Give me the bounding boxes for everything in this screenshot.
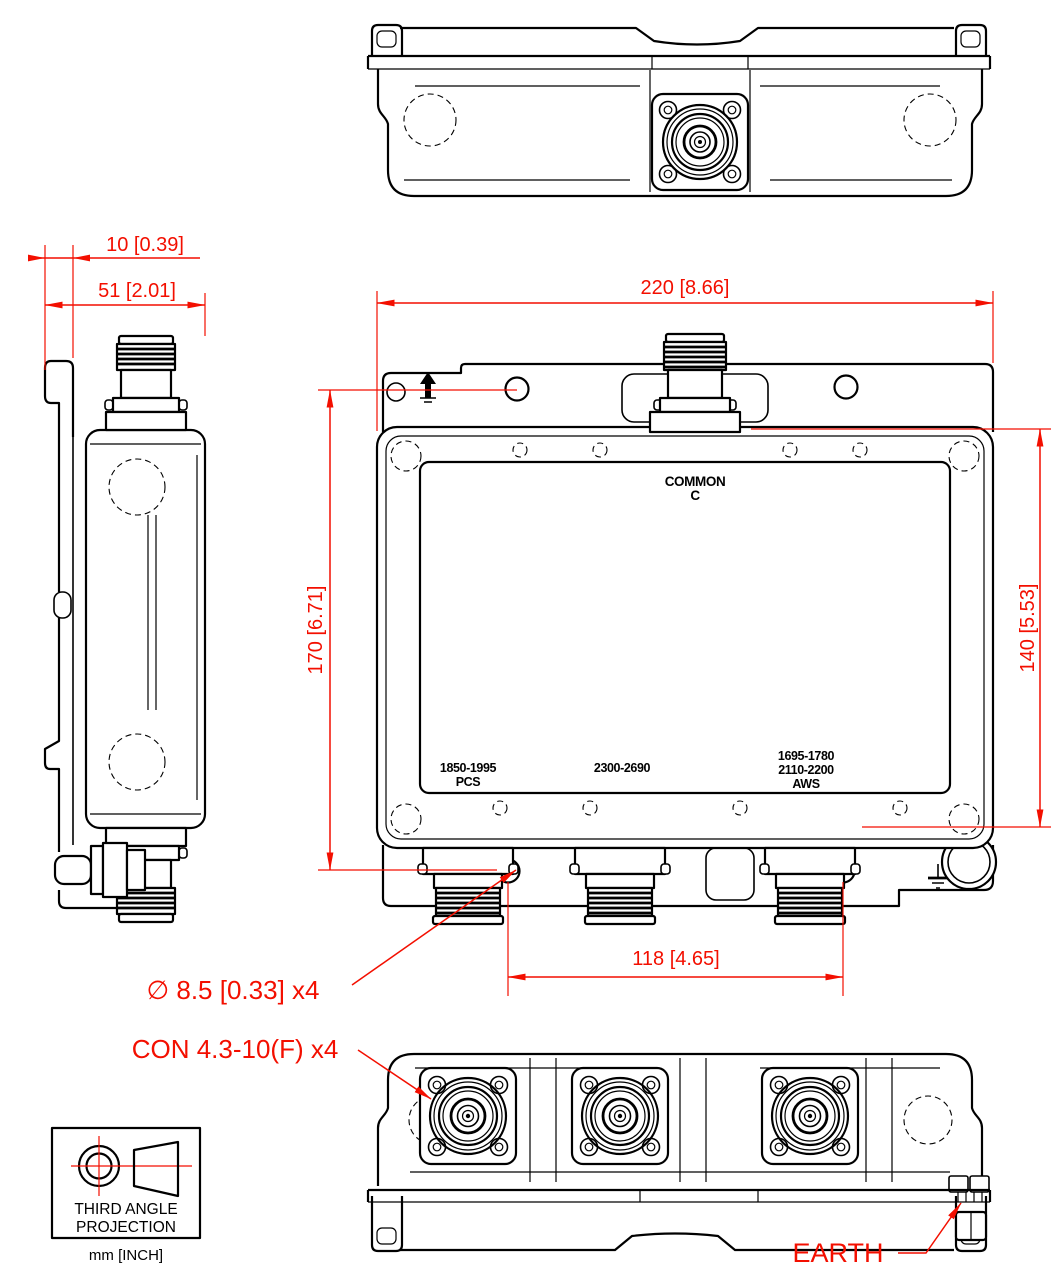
bracket-slot (376, 1227, 397, 1245)
dim-mount-span: 170 [6.71] (305, 586, 327, 675)
boss-detail (403, 93, 457, 147)
projection-box (50, 1126, 202, 1240)
port3-flange (760, 1066, 860, 1166)
connector-callout: CON 4.3-10(F) x4 (132, 1034, 339, 1064)
port3-label-line1: 1695-1780 (778, 749, 835, 763)
port2-flange (570, 1066, 670, 1166)
port1-label-line2: PCS (456, 775, 481, 789)
dimensions: 10 [0.39] 51 [2.01] 220 [8.66] 170 [6.71… (28, 234, 1051, 1268)
earth-symbol-bottom (928, 864, 948, 889)
port1-label-line1: 1850-1995 (440, 761, 497, 775)
port1-connector (417, 846, 519, 926)
mounting-hole (504, 376, 530, 402)
earth-symbol-top (420, 372, 436, 403)
bracket-top-tab (43, 359, 75, 592)
flange-screws (658, 100, 742, 184)
front-view: COMMON C 1850-1995 PCS 2300-2690 1695-17… (375, 332, 998, 926)
boss-detail (903, 93, 957, 147)
port3-label-line2: 2110-2200 (778, 763, 834, 777)
projection-symbol: THIRD ANGLE PROJECTION mm [INCH] (50, 1126, 202, 1264)
port2-connector (569, 846, 671, 926)
small-hole (386, 382, 406, 402)
hole-callout-leader (351, 869, 517, 986)
projection-label-line2: PROJECTION (76, 1219, 176, 1236)
bracket-bolt (53, 841, 147, 899)
mounting-hole (833, 374, 859, 400)
side-body (84, 428, 207, 830)
projection-centerlines (71, 1136, 192, 1196)
connector-callout-leader (357, 1049, 432, 1100)
port2-label: 2300-2690 (594, 761, 651, 775)
hole-callout: ∅ 8.5 [0.33] x4 (147, 975, 320, 1005)
dim-bracket-depth: 10 [0.39] (106, 234, 184, 256)
top-view (366, 23, 992, 198)
arrowhead (73, 254, 90, 262)
boss-detail (108, 733, 166, 791)
projection-label-line1: THIRD ANGLE (74, 1201, 177, 1218)
port-connectors (417, 846, 861, 926)
dim-body-height: 140 [5.53] (1017, 584, 1039, 673)
units-note: mm [INCH] (89, 1247, 163, 1264)
front-face (418, 460, 952, 795)
projection-cone (132, 1140, 180, 1198)
dim-port-span: 118 [4.65] (632, 948, 719, 970)
arrowhead (28, 254, 45, 262)
dim-overall-width: 220 [8.66] (641, 277, 730, 299)
boss-details (390, 440, 980, 835)
connector-rings (661, 103, 739, 181)
port3-connector (759, 846, 861, 926)
common-port-label-line2: C (690, 488, 700, 503)
side-top-connector (104, 334, 188, 432)
boss-detail (108, 458, 166, 516)
port1-flange (418, 1066, 518, 1166)
side-view (43, 334, 207, 924)
bracket-slot (376, 30, 397, 48)
bracket-foot (43, 618, 61, 852)
common-connector (648, 332, 742, 434)
earth-callout-leader (898, 1202, 962, 1254)
boss-detail (903, 1095, 953, 1145)
bracket-slot (960, 30, 981, 48)
common-port-label-line1: COMMON (665, 474, 726, 489)
bottom-view (366, 1052, 992, 1253)
bracket-mid-tab (53, 591, 72, 619)
port3-label-line3: AWS (792, 777, 819, 791)
earth-callout: EARTH (792, 1238, 883, 1268)
dim-side-depth: 51 [2.01] (98, 280, 176, 302)
earth-terminal (948, 1175, 990, 1202)
